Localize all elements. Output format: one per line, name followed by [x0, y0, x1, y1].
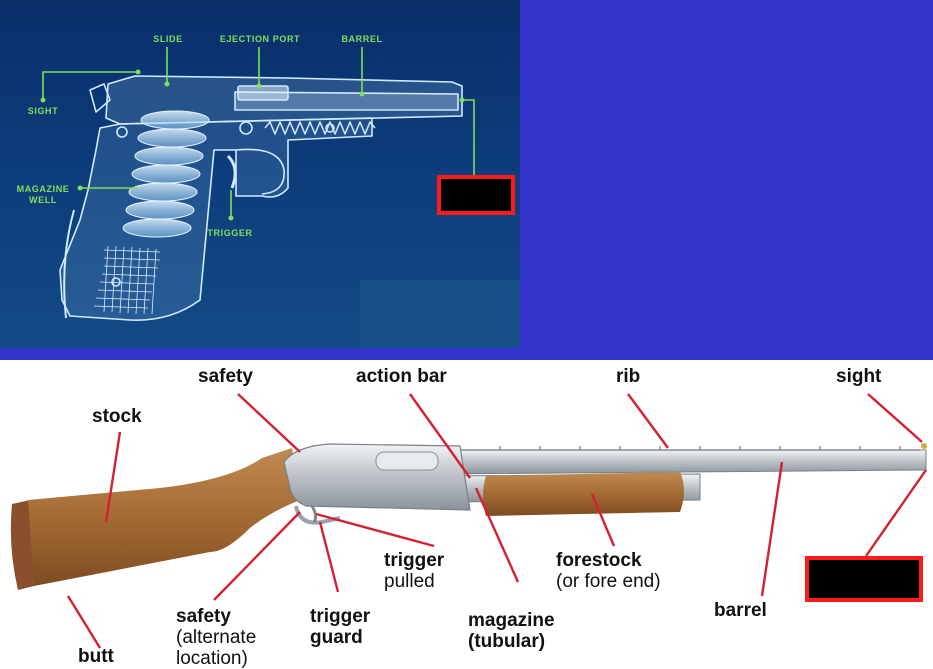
pistol-illustration	[40, 47, 475, 321]
label-trigger: TRIGGER	[207, 228, 253, 238]
label-butt: butt	[78, 646, 114, 667]
pistol-ejection-port	[237, 85, 289, 101]
label-sight-shotgun-text: sight	[836, 366, 882, 387]
label-safety-alt: safety (alternate location)	[176, 606, 256, 669]
redacted-label-pistol	[437, 175, 515, 215]
label-trigger-text: trigger	[384, 550, 445, 571]
label-safety-alt-note-2: location)	[176, 648, 248, 669]
label-safety-alt-note-1: (alternate	[176, 627, 257, 648]
pistol-grip-texture	[93, 245, 161, 315]
pistol-hammer	[89, 83, 111, 113]
label-butt-text: butt	[78, 646, 114, 667]
label-magazine-text: magazine	[468, 610, 555, 631]
pistol-mainspring-housing	[63, 209, 75, 319]
blue-panel	[520, 0, 933, 360]
pistol-trigger	[226, 154, 237, 189]
blue-strip	[0, 348, 520, 360]
label-trigger-guard: trigger guard	[310, 606, 370, 648]
label-magazine-well: MAGAZINE WELL	[16, 184, 70, 205]
label-trigger-note: pulled	[384, 571, 435, 592]
redacted-label-shotgun	[805, 556, 923, 602]
pistol-xray-panel	[0, 0, 520, 348]
pistol-barrel	[234, 91, 459, 111]
label-safety: safety	[198, 366, 253, 387]
pistol-trigger-guard	[235, 148, 285, 195]
label-trigger-pulled: trigger pulled	[384, 550, 444, 592]
label-rib: rib	[616, 366, 640, 387]
label-action-bar-text: action bar	[356, 366, 447, 387]
label-stock-text: stock	[92, 406, 142, 427]
label-slide: SLIDE	[153, 34, 183, 44]
label-barrel-shotgun: barrel	[714, 600, 767, 621]
label-ejection-port: EJECTION PORT	[219, 34, 301, 44]
panel-shade	[360, 280, 520, 348]
label-trigger-guard-2: guard	[310, 627, 363, 648]
label-barrel: BARREL	[341, 34, 383, 44]
label-stock: stock	[92, 406, 142, 427]
label-sight-shotgun: sight	[836, 366, 881, 387]
label-forestock-text: forestock	[556, 550, 642, 571]
label-forestock-note: (or fore end)	[556, 571, 661, 592]
label-safety-alt-text: safety	[176, 606, 231, 627]
label-trigger-guard-1: trigger	[310, 606, 371, 627]
label-safety-text: safety	[198, 366, 253, 387]
pistol-magazine-rounds	[122, 110, 210, 238]
leader-muzzle	[462, 99, 475, 176]
pistol-frame	[59, 117, 373, 321]
pistol-recoil-spring	[264, 121, 376, 135]
label-barrel-shotgun-text: barrel	[714, 600, 767, 621]
label-magazine: magazine (tubular)	[468, 610, 555, 652]
label-magazine-note: (tubular)	[468, 631, 546, 652]
label-rib-text: rib	[616, 366, 641, 387]
leader-sight	[42, 71, 138, 100]
label-action-bar: action bar	[356, 366, 447, 387]
label-sight: SIGHT	[27, 106, 59, 116]
label-forestock: forestock (or fore end)	[556, 550, 661, 592]
